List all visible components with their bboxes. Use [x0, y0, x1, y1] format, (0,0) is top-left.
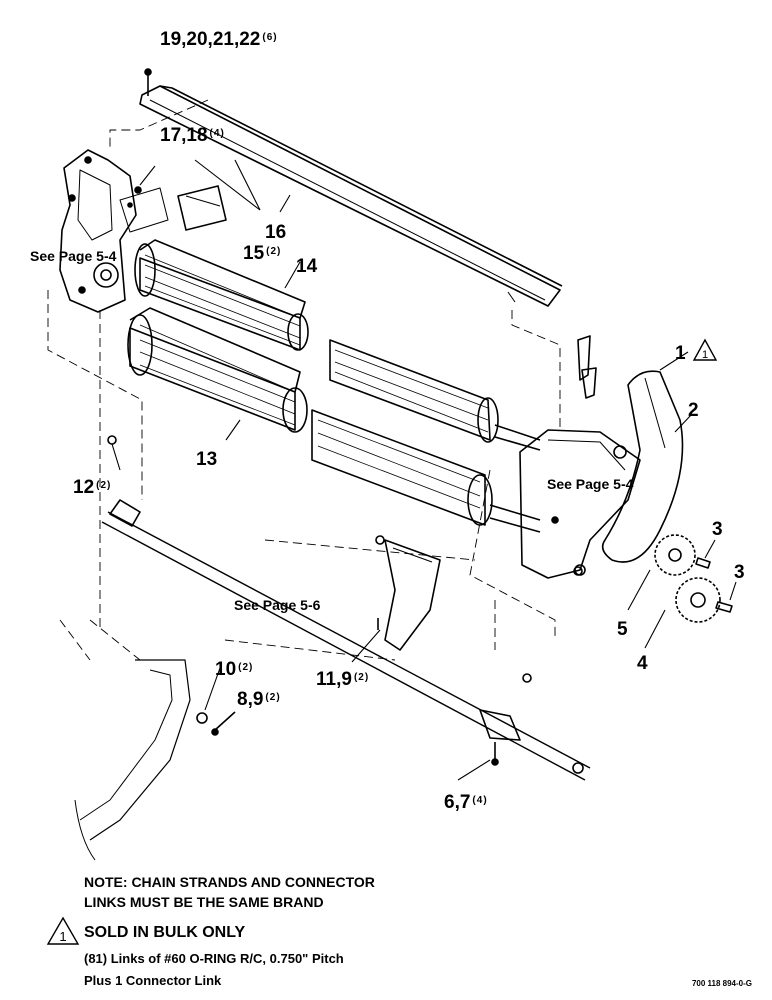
callout-label: 3 — [734, 562, 745, 583]
callout-14: 14 — [296, 257, 317, 276]
bulk-title: SOLD IN BULK ONLY — [84, 924, 246, 941]
callout-19-20-21-22: 19,20,21,22(6) — [160, 30, 278, 49]
callout-12: 12(2) — [73, 478, 111, 497]
callout-qty: (6) — [262, 32, 278, 43]
callout-11-9: 11,9(2) — [316, 670, 369, 689]
callout-label: 2 — [688, 400, 699, 421]
callout-2: 2 — [688, 401, 699, 420]
lower-guide-bracket — [384, 539, 441, 651]
callout-1: 1 — [675, 344, 686, 363]
xref-right: See Page 5-4 — [547, 476, 634, 492]
curved-arm — [74, 659, 191, 861]
callout-label: 10 — [215, 659, 237, 680]
callout-5: 5 — [617, 620, 628, 639]
note-line: NOTE: CHAIN STRANDS AND CONNECTOR — [84, 874, 375, 890]
sprocket-part-5 — [654, 534, 696, 576]
left-side-frame — [59, 149, 137, 313]
flag-number: 1 — [702, 349, 708, 361]
small-bracket — [577, 335, 597, 399]
roller-part-14 — [134, 239, 309, 351]
callout-label: 11,9 — [316, 669, 352, 690]
callout-label: 6,7 — [444, 792, 471, 813]
callout-13: 13 — [196, 450, 217, 469]
key-part-3 — [695, 557, 733, 613]
alignment-lines — [47, 99, 561, 661]
callout-16: 16 — [265, 223, 286, 242]
callout-qty: (2) — [265, 692, 281, 703]
bolt-icon — [211, 711, 236, 736]
tab-bracket-part-15 — [119, 185, 227, 233]
callout-8-9: 8,9(2) — [237, 690, 281, 709]
bulk-flag-icon: 1 — [46, 916, 80, 945]
callout-qty: (4) — [472, 795, 488, 806]
callout-15: 15(2) — [243, 244, 281, 263]
bulk-flag-icon: 1 — [692, 338, 718, 361]
callout-10: 10(2) — [215, 660, 253, 679]
callout-label: 3 — [712, 519, 723, 540]
callout-qty: (2) — [238, 662, 254, 673]
bulk-row: 1 SOLD IN BULK ONLY — [46, 916, 504, 948]
chain-part-1 — [601, 370, 684, 563]
notes-block: NOTE: CHAIN STRANDS AND CONNECTOR LINKS … — [46, 872, 504, 992]
callout-label: 4 — [637, 653, 648, 674]
callout-label: 19,20,21,22 — [160, 29, 261, 50]
xref-bottom: See Page 5-6 — [234, 597, 321, 613]
top-cover-part-16 — [139, 85, 563, 307]
callout-label: 8,9 — [237, 689, 264, 710]
callout-6-7: 6,7(4) — [444, 793, 488, 812]
callout-label: 13 — [196, 449, 218, 470]
callout-label: 16 — [265, 222, 287, 243]
callout-label: 14 — [296, 256, 318, 277]
right-side-frame — [519, 429, 641, 579]
sprocket-part-4 — [675, 577, 721, 623]
roller-right-lower — [311, 409, 541, 533]
screw-icon — [377, 618, 499, 766]
callout-label: 12 — [73, 477, 95, 498]
callout-label: 5 — [617, 619, 628, 640]
washer-icon — [196, 712, 208, 724]
bulk-detail: (81) Links of #60 O-RING R/C, 0.750" Pit… — [84, 951, 344, 966]
lower-shaft — [101, 499, 591, 781]
bulk-detail: Plus 1 Connector Link — [84, 973, 222, 988]
xref-left: See Page 5-4 — [30, 248, 117, 264]
callout-label: 17,18 — [160, 125, 208, 146]
roller-part-13 — [127, 307, 308, 433]
callout-3-upper: 3 — [712, 520, 723, 539]
callout-3-lower: 3 — [734, 563, 745, 582]
callout-4: 4 — [637, 654, 648, 673]
callout-label: 15 — [243, 243, 265, 264]
callout-qty: (4) — [209, 128, 225, 139]
callout-qty: (2) — [266, 246, 282, 257]
leader-lines — [111, 159, 737, 781]
flag-number: 1 — [59, 929, 66, 944]
callout-qty: (2) — [96, 480, 112, 491]
callout-17-18: 17,18(4) — [160, 126, 225, 145]
note-line: LINKS MUST BE THE SAME BRAND — [84, 894, 324, 910]
screw-icon — [144, 68, 152, 96]
callout-qty: (2) — [353, 672, 370, 683]
callout-label: 1 — [675, 343, 686, 364]
drawing-number: 700 118 894-0-G — [691, 979, 752, 988]
roller-right-upper — [329, 339, 541, 451]
